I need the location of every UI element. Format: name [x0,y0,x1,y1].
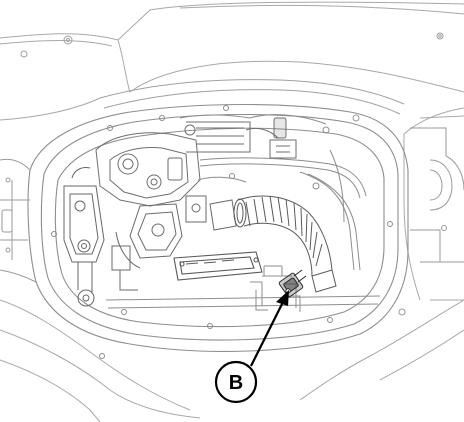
fasteners [51,105,393,359]
sensor-connector [278,269,307,298]
engine-assembly [95,117,297,207]
intake-hose [233,195,337,293]
left-shock-linkage [63,167,105,307]
callout-label: B [229,372,243,394]
lower-crossmember [105,265,381,312]
intake-assembly [111,195,237,291]
left-side-rails [0,158,37,283]
routing-hoses [179,114,367,271]
upper-frame [20,32,444,115]
right-side-structure [352,114,464,316]
callout-b: B [214,360,258,404]
callout-leader [250,290,289,367]
electronic-module [173,251,263,281]
seat-frame-outline [27,103,409,352]
